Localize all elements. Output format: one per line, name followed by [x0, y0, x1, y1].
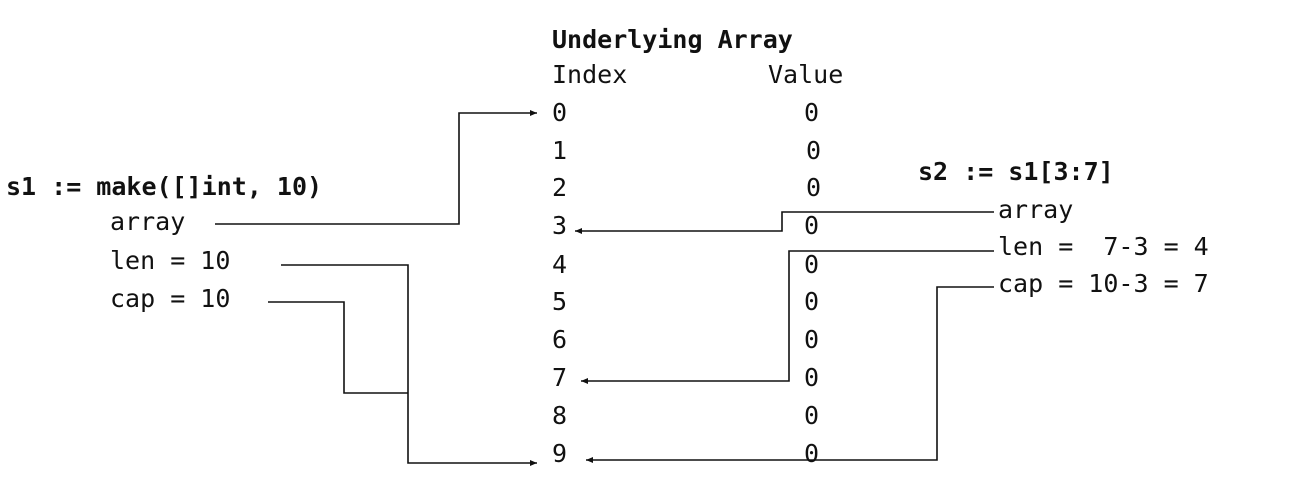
array-index-9: 9 [552, 439, 568, 468]
s1-len-arrow [281, 264, 537, 466]
array-title: Underlying Array [552, 25, 793, 54]
array-index-6: 6 [552, 325, 568, 354]
s1-cap-field: cap = 10 [110, 284, 231, 313]
array-index-7: 7 [552, 363, 568, 392]
array-index-0: 0 [552, 98, 568, 127]
s1-cap-arrow [268, 301, 408, 394]
s2-len-field: len = 7-3 = 4 [998, 232, 1209, 261]
array-index-5: 5 [552, 287, 568, 316]
array-value-0: 0 [804, 98, 820, 127]
s1-declaration: s1 := make([]int, 10) [6, 172, 323, 201]
s1-array-field: array [110, 207, 186, 236]
array-value-1: 0 [806, 136, 822, 165]
array-index-3: 3 [552, 211, 568, 240]
value-column-header: Value [768, 60, 844, 89]
s2-len-arrow [581, 250, 994, 384]
array-index-8: 8 [552, 401, 568, 430]
array-value-8: 0 [804, 401, 820, 430]
array-value-7: 0 [804, 363, 820, 392]
array-value-2: 0 [806, 173, 822, 202]
s2-cap-field: cap = 10-3 = 7 [998, 269, 1209, 298]
s2-array-arrow [575, 211, 994, 234]
array-value-4: 0 [804, 250, 820, 279]
s1-len-field: len = 10 [110, 246, 231, 275]
s2-array-field: array [998, 195, 1074, 224]
s1-array-arrow [215, 110, 537, 225]
array-value-5: 0 [804, 287, 820, 316]
array-index-2: 2 [552, 173, 568, 202]
index-column-header: Index [552, 60, 628, 89]
array-index-4: 4 [552, 250, 568, 279]
s2-declaration: s2 := s1[3:7] [918, 157, 1114, 186]
array-value-6: 0 [804, 325, 820, 354]
s2-cap-arrow [586, 286, 994, 463]
array-index-1: 1 [552, 136, 568, 165]
array-value-3: 0 [804, 211, 820, 240]
